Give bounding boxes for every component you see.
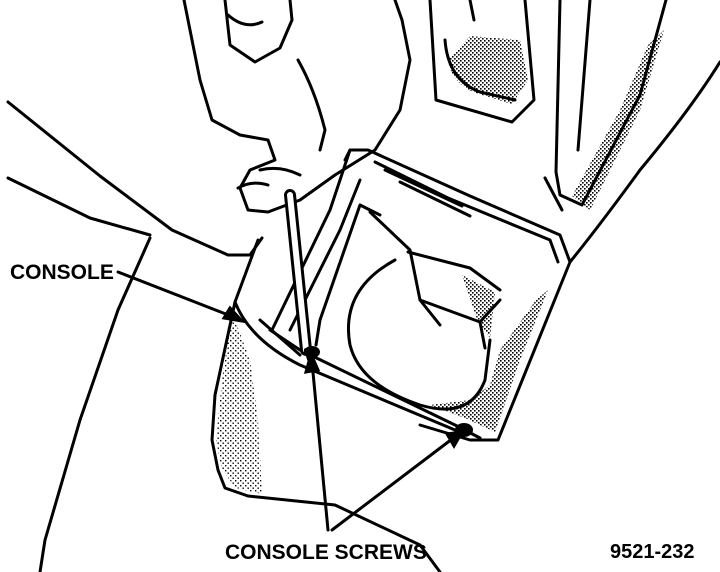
shift-opening [314, 203, 502, 411]
ridge-shading-right [572, 30, 664, 210]
upper-console-ridge [428, 0, 668, 212]
screwdriver-icon [284, 189, 312, 364]
console-callout-label: CONSOLE [10, 261, 114, 284]
console-side-shading [216, 312, 262, 494]
hand-holding-screwdriver-icon [182, 0, 412, 214]
leader-lines [116, 270, 465, 532]
figure-number-label: 9521-232 [610, 541, 695, 563]
opening-shading-inner [462, 275, 495, 338]
ridge-shading-left [448, 36, 528, 104]
console-screws-callout-label: CONSOLE SCREWS [225, 541, 427, 564]
console-front-shading [430, 290, 548, 432]
forearm-outline [6, 100, 264, 572]
